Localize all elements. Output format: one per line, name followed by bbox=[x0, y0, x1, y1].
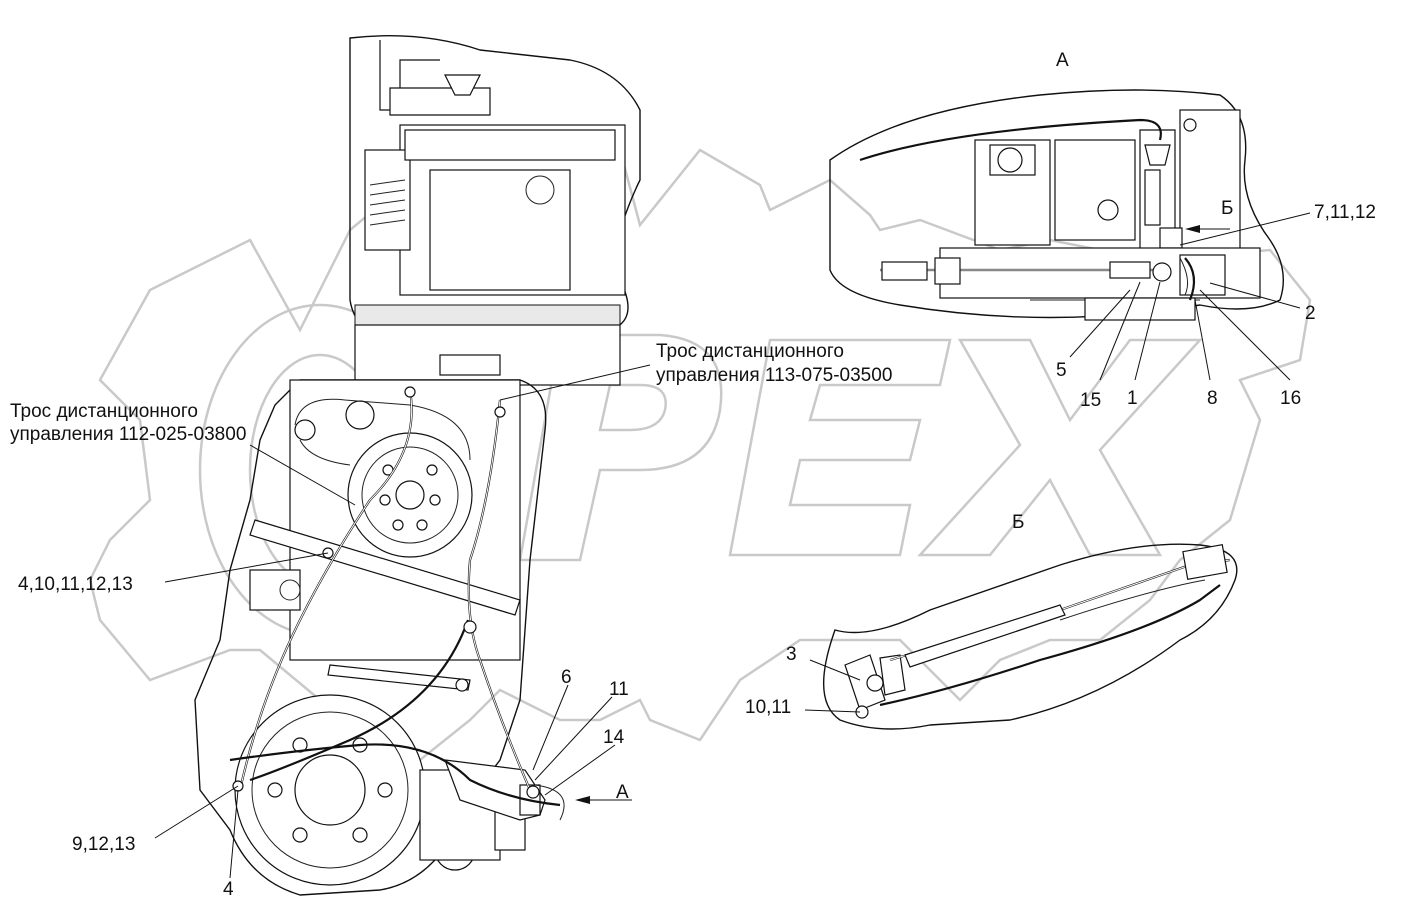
arrow-b-head bbox=[1185, 225, 1200, 233]
callout-16: 16 bbox=[1280, 388, 1301, 409]
callout-9-12-13: 9,12,13 bbox=[72, 834, 135, 855]
callout-3: 3 bbox=[786, 644, 797, 665]
callout-8: 8 bbox=[1207, 388, 1218, 409]
control-cables-main bbox=[229, 386, 561, 807]
callout-14: 14 bbox=[603, 727, 625, 748]
detail-view-a bbox=[829, 89, 1285, 321]
callout-5: 5 bbox=[1056, 360, 1067, 381]
cable-2-label-line1: Трос дистанционного bbox=[656, 341, 844, 362]
watermark-gear bbox=[88, 138, 1312, 762]
main-assembly-view bbox=[194, 35, 641, 896]
arrow-a-head bbox=[575, 796, 590, 804]
view-a-title: А bbox=[1056, 50, 1069, 71]
leader-lines bbox=[154, 212, 1311, 879]
callout-10-11: 10,11 bbox=[745, 697, 791, 718]
cable-1-label-line2: управления 112-025-03800 bbox=[10, 424, 246, 445]
view-b-title: Б bbox=[1012, 512, 1024, 533]
cable-1-label-line1: Трос дистанционного bbox=[10, 401, 198, 422]
detail-view-b bbox=[822, 543, 1238, 730]
callout-4-10-11-12-13: 4,10,11,12,13 bbox=[18, 574, 133, 595]
callout-2: 2 bbox=[1305, 303, 1316, 324]
callout-11: 11 bbox=[609, 679, 629, 700]
callout-7-11-12: 7,11,12 bbox=[1314, 202, 1376, 223]
callout-6: 6 bbox=[561, 667, 572, 688]
callout-1: 1 bbox=[1127, 388, 1138, 409]
text-labels: А Б Б А Трос дистанционного управления 1… bbox=[10, 50, 1376, 900]
cable-2-label-line2: управления 113-075-03500 bbox=[656, 365, 892, 386]
callout-15: 15 bbox=[1080, 390, 1101, 411]
arrow-a-label: А bbox=[616, 782, 629, 803]
callout-4: 4 bbox=[223, 879, 234, 900]
arrow-b-label: Б bbox=[1221, 198, 1233, 219]
